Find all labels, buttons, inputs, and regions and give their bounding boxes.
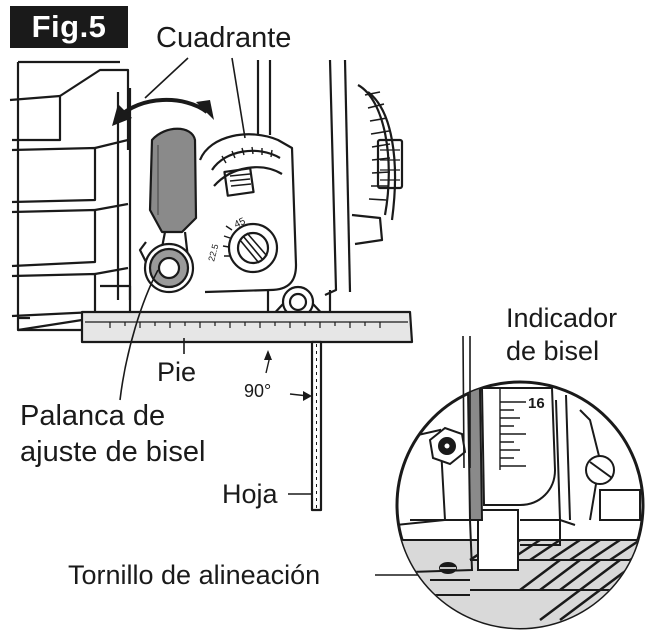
inset-magnifier [395,335,645,630]
label-palanca-line2: ajuste de bisel [20,436,206,468]
label-indicador-line2: de bisel [506,336,600,366]
label-palanca-de-ajuste: Palanca de ajuste de bisel [20,398,230,470]
label-tornillo: Tornillo de alineación [68,560,321,590]
label-hoja: Hoja [222,479,278,509]
label-ninety-degrees: 90° [244,381,272,401]
knob-scale-label: 45 [233,216,248,231]
knob-scale-label-2: 22.5 [206,243,220,263]
label-cuadrante: Cuadrante [156,22,292,54]
saw-body [9,57,440,576]
figure-label: Fig.5 [10,6,128,48]
label-pie: Pie [157,357,197,387]
label-indicador-de-bisel: Indicador de bisel [506,302,646,368]
label-indicador-line1: Indicador [506,303,618,333]
label-palanca-line1: Palanca de [20,400,166,432]
inset-scale-number: 16 [528,395,545,412]
